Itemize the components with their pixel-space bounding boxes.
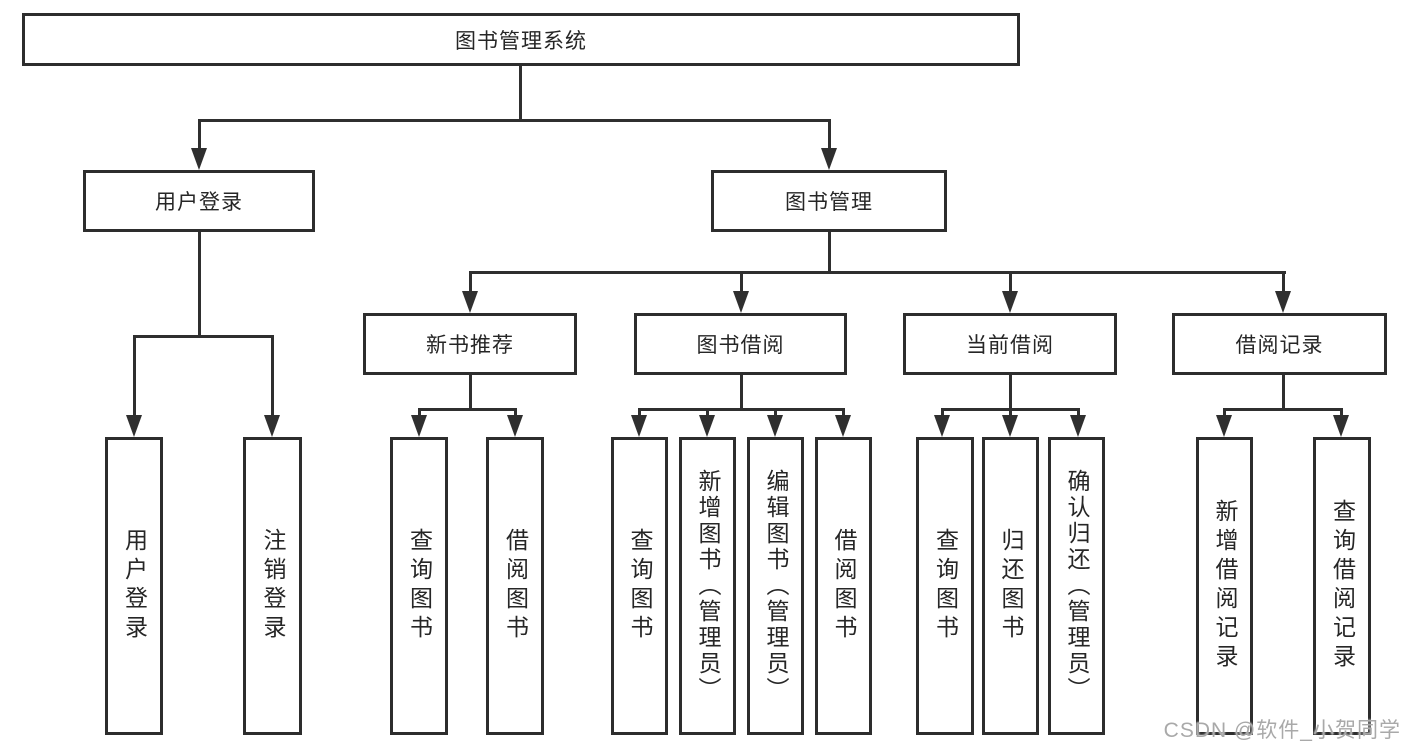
connector-line	[418, 408, 421, 416]
connector-line	[1223, 408, 1226, 416]
connector-line	[198, 119, 201, 148]
connector-line	[198, 119, 831, 122]
connector-line	[1077, 408, 1080, 416]
connector-line	[418, 408, 517, 411]
connector-line	[828, 119, 831, 148]
leaf-query-books-borrowing: 查询图书	[611, 437, 668, 735]
connector-line	[271, 335, 274, 415]
leaf-query-books-newbooks: 查询图书	[390, 437, 448, 735]
arrow-down-icon	[411, 415, 427, 437]
connector-line	[514, 408, 517, 416]
arrow-down-icon	[733, 291, 749, 313]
connector-line	[1009, 408, 1012, 416]
connector-line	[941, 408, 944, 416]
leaf-add-borrow-record: 新增借阅记录	[1196, 437, 1253, 735]
leaf-return-books: 归还图书	[982, 437, 1039, 735]
connector-line	[740, 375, 743, 408]
leaf-query-books-current: 查询图书	[916, 437, 974, 735]
connector-line	[1282, 375, 1285, 408]
arrow-down-icon	[934, 415, 950, 437]
connector-line	[828, 232, 831, 271]
arrow-down-icon	[821, 148, 837, 170]
arrow-down-icon	[1216, 415, 1232, 437]
arrow-down-icon	[507, 415, 523, 437]
connector-line	[706, 408, 709, 416]
arrow-down-icon	[835, 415, 851, 437]
leaf-edit-books-admin: 编辑图书（管理员）	[747, 437, 804, 735]
connector-line	[740, 271, 743, 293]
connector-line	[133, 335, 136, 415]
connector-line	[638, 408, 641, 416]
leaf-confirm-return-admin: 确认归还（管理员）	[1048, 437, 1105, 735]
connector-line	[469, 271, 472, 293]
leaf-query-borrow-record: 查询借阅记录	[1313, 437, 1371, 735]
arrow-down-icon	[699, 415, 715, 437]
node-user-login: 用户登录	[83, 170, 315, 232]
arrow-down-icon	[1275, 291, 1291, 313]
arrow-down-icon	[264, 415, 280, 437]
arrow-down-icon	[1070, 415, 1086, 437]
connector-line	[198, 232, 201, 335]
csdn-watermark: CSDN @软件_小贺同学	[1163, 719, 1401, 742]
connector-line	[842, 408, 845, 416]
arrow-down-icon	[1002, 291, 1018, 313]
connector-line	[1223, 408, 1343, 411]
node-new-book-recommend: 新书推荐	[363, 313, 577, 375]
connector-line	[469, 271, 1286, 274]
node-root-library-system: 图书管理系统	[22, 13, 1020, 66]
connector-line	[1282, 271, 1285, 293]
arrow-down-icon	[767, 415, 783, 437]
connector-line	[469, 375, 472, 408]
connector-line	[519, 66, 522, 119]
leaf-logout-login: 注销登录	[243, 437, 302, 735]
arrow-down-icon	[1002, 415, 1018, 437]
connector-line	[774, 408, 777, 416]
connector-line	[1009, 375, 1012, 408]
arrow-down-icon	[631, 415, 647, 437]
arrow-down-icon	[462, 291, 478, 313]
node-current-borrowing: 当前借阅	[903, 313, 1117, 375]
connector-line	[1009, 271, 1012, 293]
arrow-down-icon	[191, 148, 207, 170]
arrow-down-icon	[1333, 415, 1349, 437]
arrow-down-icon	[126, 415, 142, 437]
node-book-management: 图书管理	[711, 170, 947, 232]
leaf-add-books-admin: 新增图书（管理员）	[679, 437, 736, 735]
connector-line	[1340, 408, 1343, 416]
node-borrow-records: 借阅记录	[1172, 313, 1387, 375]
connector-line	[638, 408, 845, 411]
leaf-user-login: 用户登录	[105, 437, 163, 735]
leaf-borrow-books-newbooks: 借阅图书	[486, 437, 544, 735]
leaf-borrow-books-borrowing: 借阅图书	[815, 437, 872, 735]
node-book-borrowing: 图书借阅	[634, 313, 847, 375]
connector-line	[133, 335, 274, 338]
